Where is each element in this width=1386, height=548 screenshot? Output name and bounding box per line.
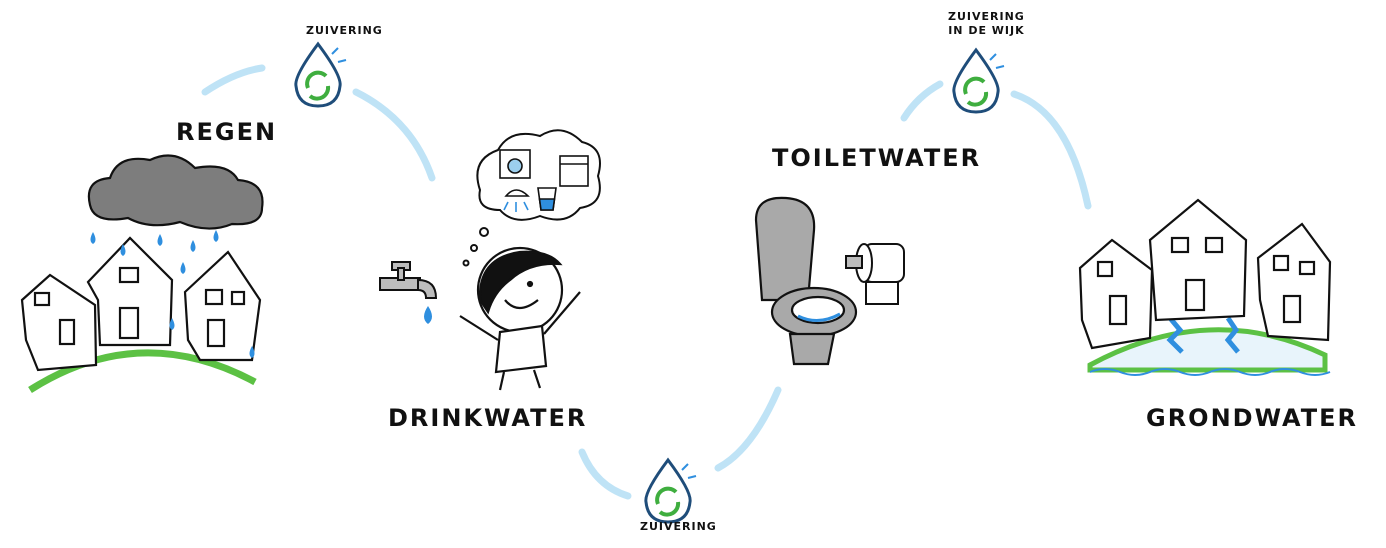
label-drinkwater: DRINKWATER — [388, 404, 587, 432]
path-zuivering-to-grondwater — [1014, 94, 1088, 206]
path-zuivering-to-toiletwater — [718, 390, 778, 468]
house-icon — [88, 238, 172, 345]
label-toiletwater: TOILETWATER — [772, 144, 981, 172]
path-toiletwater-to-zuivering — [904, 84, 940, 118]
water-drop-recycle-icon — [646, 460, 696, 522]
water-drop-recycle-icon — [954, 50, 1004, 112]
toilet-paper-icon — [846, 244, 904, 304]
house-icon — [185, 252, 260, 360]
regen-scene — [22, 156, 263, 391]
label-zuivering-top-right: ZUIVERING IN DE WIJK — [948, 10, 1025, 38]
house-icon — [1150, 200, 1246, 320]
path-zuivering-to-drinkwater — [356, 92, 432, 178]
toiletwater-scene — [756, 198, 904, 364]
tap-icon — [380, 262, 436, 298]
path-drinkwater-to-zuivering — [582, 452, 628, 496]
house-icon — [1080, 240, 1152, 348]
tap-water-drop — [424, 306, 432, 324]
label-zuivering-top-left: ZUIVERING — [306, 24, 383, 38]
path-regen-to-zuivering — [205, 68, 262, 92]
washing-machine-icon — [500, 150, 530, 178]
label-grondwater: GRONDWATER — [1146, 404, 1358, 432]
label-regen: REGEN — [176, 118, 277, 146]
dishwasher-icon — [560, 156, 588, 186]
thought-cloud-icon — [464, 130, 601, 265]
drinkwater-scene — [380, 130, 600, 390]
house-icon — [22, 275, 96, 370]
grondwater-scene — [1080, 200, 1330, 375]
water-drop-recycle-icon — [296, 44, 346, 106]
label-zuivering-bottom: ZUIVERING — [640, 520, 717, 534]
label-zuivering-top-right-line1: ZUIVERING — [948, 10, 1025, 24]
glass-icon — [538, 188, 556, 210]
toilet-icon — [756, 198, 856, 364]
person-icon — [460, 248, 580, 390]
rain-cloud-icon — [89, 156, 263, 229]
water-path — [205, 68, 1088, 496]
label-zuivering-top-right-line2: IN DE WIJK — [948, 24, 1025, 38]
house-icon — [1258, 224, 1330, 340]
